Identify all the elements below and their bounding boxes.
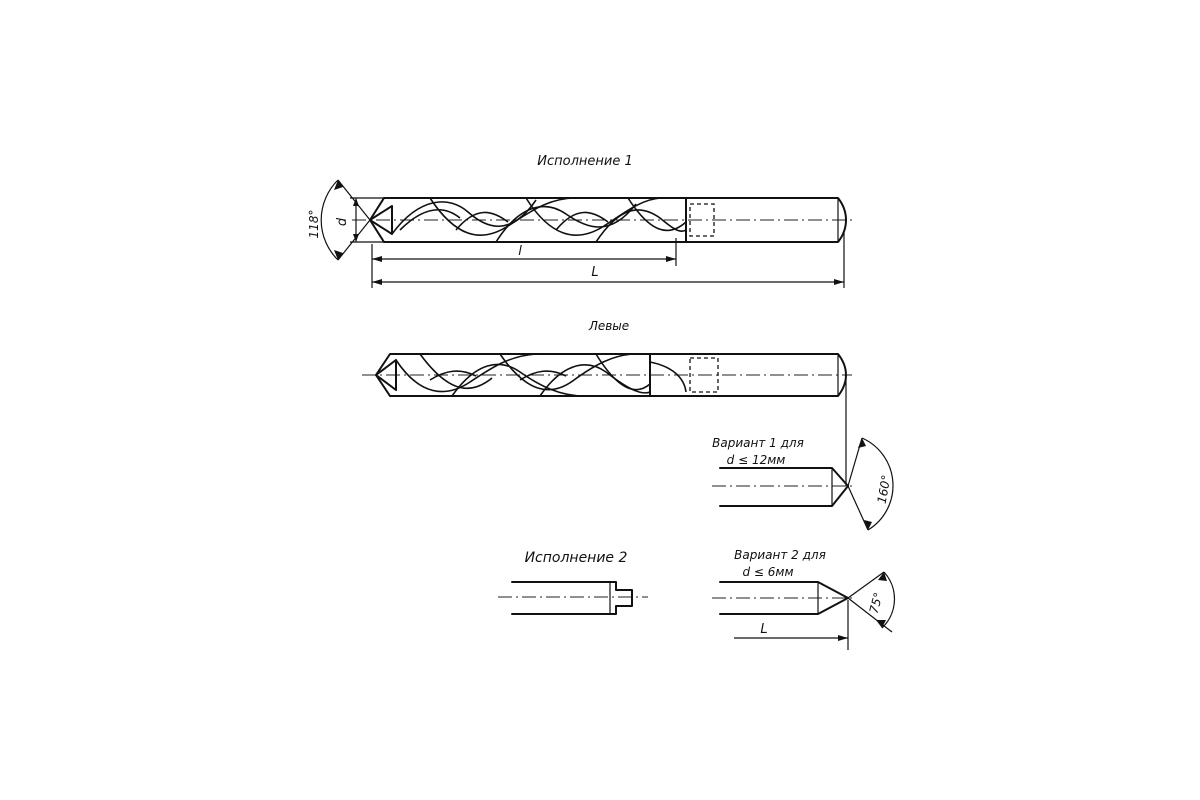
tang-shank-outline <box>511 581 633 615</box>
arrowhead <box>353 234 359 242</box>
tip-angle-label: 118° <box>307 210 321 239</box>
tip-angle-leader-top <box>337 179 371 221</box>
drill-body-outline <box>369 197 847 243</box>
shank-variant-2-detail: Исполнение 2 <box>498 550 648 615</box>
arrowhead <box>864 520 872 530</box>
total-length-label: L <box>591 265 598 280</box>
angle-arc-75 <box>881 571 896 629</box>
arrowhead <box>858 438 866 448</box>
length-label: L <box>760 622 767 637</box>
arrowhead <box>834 279 844 285</box>
arrowhead <box>334 250 343 260</box>
variant-2-title: Исполнение 2 <box>525 550 628 566</box>
angle-160-label: 160° <box>875 474 894 505</box>
tip-edges <box>369 205 393 235</box>
angle-75-label: 75° <box>867 591 886 615</box>
arrowhead <box>372 256 382 262</box>
hidden-neck <box>689 357 719 393</box>
angle-leader <box>847 485 869 531</box>
angle-leader <box>847 571 885 599</box>
option-1-note-line-1: Вариант 1 для <box>712 436 804 450</box>
drill-view-variant-1: Исполнение 1 118° <box>307 154 852 288</box>
shank-option-2-detail: Вариант 2 для d ≤ 6мм 75° L <box>712 548 896 650</box>
arrowhead <box>876 620 886 628</box>
option-2-note-line-1: Вариант 2 для <box>734 548 826 562</box>
variant-1-title: Исполнение 1 <box>537 154 632 169</box>
arrowhead <box>838 635 848 641</box>
drill-view-left-hand: Левые <box>362 319 852 486</box>
flute-group <box>391 197 687 243</box>
flute-length-label: l <box>518 244 522 259</box>
left-hand-title: Левые <box>588 319 629 333</box>
shank-outline <box>719 467 849 507</box>
option-2-note-line-2: d ≤ 6мм <box>742 565 793 579</box>
arrowhead <box>334 180 343 190</box>
tip-edges <box>375 359 397 391</box>
flute-group <box>395 353 687 397</box>
arrowhead <box>666 256 676 262</box>
arrowhead <box>353 198 359 206</box>
angle-arc-160 <box>861 437 894 531</box>
arrowhead <box>878 572 887 581</box>
arrowhead <box>372 279 382 285</box>
tip-angle-leader-bottom <box>337 219 371 261</box>
shank-option-1-detail: Вариант 1 для d ≤ 12мм 160° <box>712 436 894 531</box>
option-1-note-line-2: d ≤ 12мм <box>727 453 786 467</box>
tip-angle-arc <box>320 179 339 261</box>
angle-leader <box>847 597 893 633</box>
diameter-label: d <box>335 217 350 226</box>
